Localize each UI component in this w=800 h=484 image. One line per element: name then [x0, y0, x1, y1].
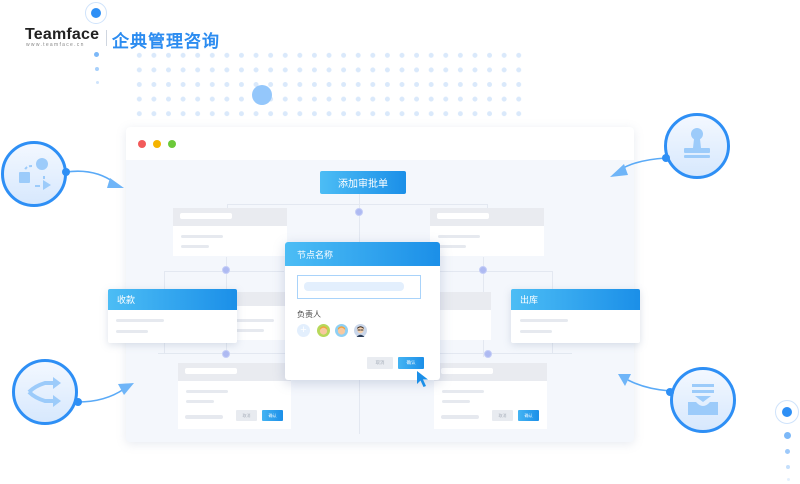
avatar-boy-icon — [356, 326, 365, 337]
placeholder-line — [520, 330, 552, 333]
decorative-dot — [785, 449, 790, 454]
mouse-cursor-icon — [417, 371, 428, 387]
decorative-dot — [95, 81, 99, 84]
placeholder-line — [441, 415, 479, 419]
placeholder-line — [186, 390, 228, 393]
card-confirm-button[interactable]: 确认 — [262, 410, 283, 421]
flow-node-card[interactable] — [431, 292, 491, 340]
placeholder-line — [116, 319, 164, 322]
maximize-window-button[interactable] — [168, 140, 176, 148]
avatar-girl-icon — [319, 326, 328, 335]
flow-node-dot[interactable] — [355, 208, 363, 216]
connector-anchor — [74, 398, 82, 406]
assignee-avatar[interactable] — [335, 324, 348, 337]
assignee-avatar[interactable] — [354, 324, 367, 337]
connector-anchor — [62, 168, 70, 176]
decorative-dot — [252, 85, 272, 105]
placeholder-line — [116, 330, 148, 333]
placeholder-bar — [185, 368, 237, 374]
decorative-dot — [784, 432, 791, 439]
flow-connector — [426, 271, 552, 272]
placeholder-bar — [180, 213, 232, 219]
placeholder-line — [442, 400, 470, 403]
inbox-feature-circle[interactable] — [670, 367, 736, 433]
outbound-card[interactable]: 出库 — [511, 289, 640, 343]
workflow-icon — [19, 158, 51, 190]
card-confirm-button[interactable]: 确认 — [518, 410, 539, 421]
window-titlebar — [126, 127, 634, 160]
placeholder-line — [442, 390, 484, 393]
outbound-card-title: 出库 — [511, 289, 640, 310]
assignee-label: 负责人 — [297, 310, 321, 319]
placeholder-line — [438, 235, 480, 238]
placeholder-line — [234, 329, 264, 332]
dialog-confirm-button[interactable]: 确认 — [398, 357, 424, 369]
card-cancel-button[interactable]: 取消 — [492, 410, 513, 421]
flow-node-dot[interactable] — [222, 350, 230, 358]
close-window-button[interactable] — [138, 140, 146, 148]
plus-icon: + — [300, 324, 307, 336]
decorative-dot — [91, 8, 101, 18]
placeholder-line — [185, 415, 223, 419]
workflow-feature-circle[interactable] — [1, 141, 67, 207]
add-approval-button[interactable]: 添加审批单 — [320, 171, 406, 194]
flow-node-dot[interactable] — [222, 266, 230, 274]
brand-url: www.teamface.cn — [26, 42, 85, 48]
placeholder-line — [234, 319, 274, 322]
placeholder-line — [520, 319, 568, 322]
input-placeholder-bar — [304, 282, 404, 291]
dialog-title: 节点名称 — [285, 242, 440, 266]
flow-connector — [436, 353, 572, 354]
add-assignee-button[interactable]: + — [297, 324, 310, 337]
minimize-window-button[interactable] — [153, 140, 161, 148]
placeholder-line — [181, 235, 223, 238]
flow-connector — [487, 204, 488, 211]
receipt-card[interactable]: 收款 — [108, 289, 237, 343]
brand-chinese-name: 企典管理咨询 — [112, 32, 220, 52]
node-name-input[interactable] — [297, 275, 421, 299]
placeholder-bar — [441, 368, 493, 374]
placeholder-line — [181, 245, 209, 248]
branch-icon — [27, 377, 61, 407]
stamp-feature-circle[interactable] — [664, 113, 730, 179]
decorative-dot — [782, 407, 792, 417]
assignee-avatar[interactable] — [317, 324, 330, 337]
card-cancel-button[interactable]: 取消 — [236, 410, 257, 421]
flow-node-card[interactable] — [430, 208, 544, 256]
connector-anchor — [662, 154, 670, 162]
branch-feature-circle[interactable] — [12, 359, 78, 425]
placeholder-line — [438, 245, 466, 248]
brand-name: Teamface — [25, 26, 100, 43]
receipt-card-title: 收款 — [108, 289, 237, 310]
flow-node-card[interactable]: 取消 确认 — [434, 363, 547, 429]
flow-connector — [227, 204, 488, 205]
flow-node-dot[interactable] — [479, 266, 487, 274]
avatar-girl-icon — [337, 326, 346, 335]
flow-node-dot[interactable] — [484, 350, 492, 358]
flow-node-card[interactable]: 取消 确认 — [178, 363, 291, 429]
app-window: 添加审批单 取消 确认 取消 确认 — [126, 127, 634, 442]
node-name-dialog: 节点名称 负责人 + 取消 确认 — [285, 242, 440, 380]
connector-anchor — [666, 388, 674, 396]
decorative-dot — [94, 52, 99, 57]
dialog-cancel-button[interactable]: 取消 — [367, 357, 393, 369]
logo-divider — [106, 30, 107, 46]
flow-node-card[interactable] — [173, 208, 287, 256]
flow-connector — [227, 204, 228, 211]
decorative-dot — [786, 478, 790, 481]
stamp-icon — [684, 128, 710, 158]
decorative-dot — [786, 465, 790, 469]
inbox-icon — [688, 384, 718, 415]
placeholder-bar — [437, 213, 489, 219]
decorative-dot-grid — [132, 48, 522, 120]
placeholder-line — [186, 400, 214, 403]
decorative-dot — [95, 67, 99, 71]
